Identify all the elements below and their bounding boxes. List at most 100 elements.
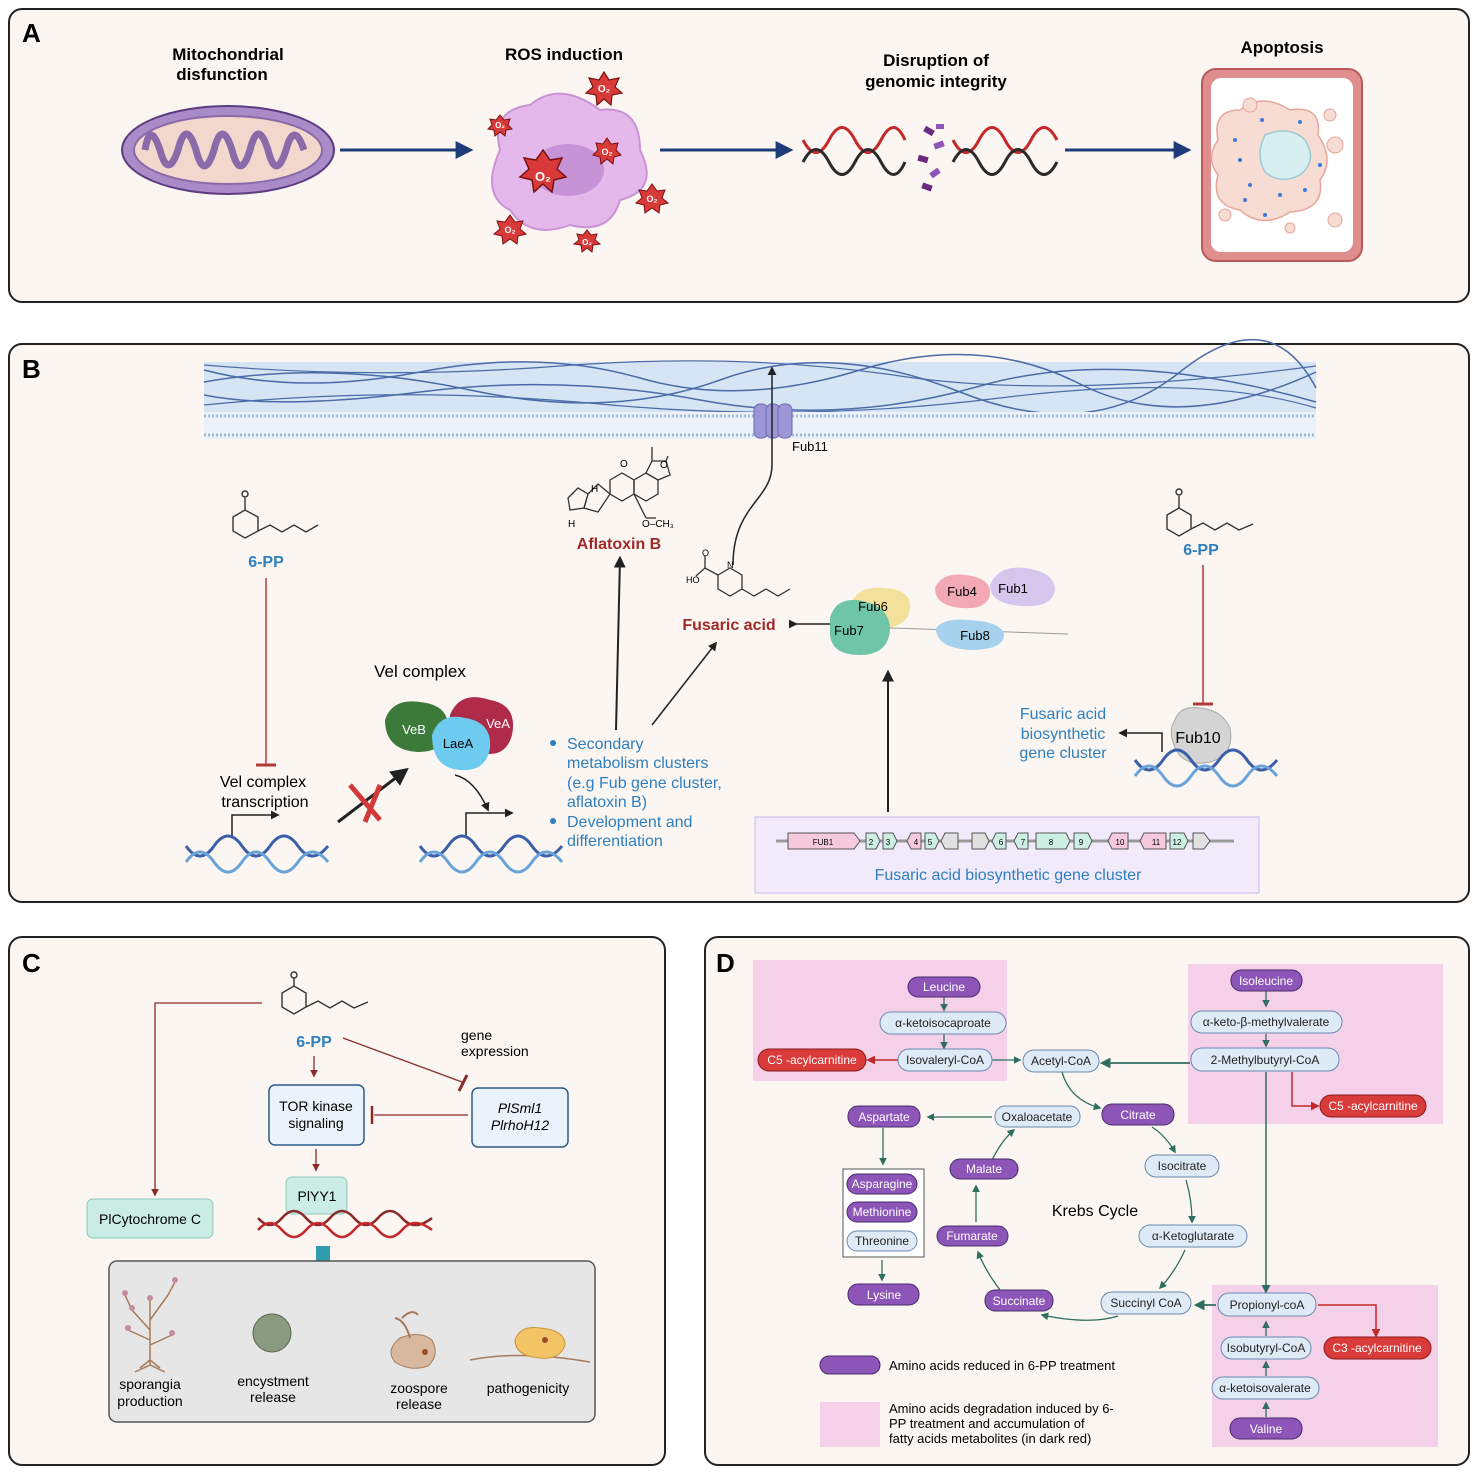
tor-label-2: signaling	[288, 1115, 343, 1131]
fusaric-acid-structure	[695, 556, 791, 597]
zoospore-icon	[390, 1311, 436, 1369]
label-ketoglutarate: α-Ketoglutarate	[1152, 1229, 1235, 1243]
aflatoxin-label: Aflatoxin B	[577, 536, 661, 553]
label-fumarate: Fumarate	[946, 1229, 998, 1243]
node-valine	[1229, 1417, 1303, 1440]
panel-d-letter: D	[716, 948, 735, 978]
label-leucine: Leucine	[923, 980, 965, 994]
vel-complex-label: Vel complex	[374, 662, 466, 681]
gene-8: 8	[1049, 838, 1054, 847]
node-leucine	[907, 976, 981, 998]
node-ketoisocaproate	[879, 1011, 1007, 1035]
apoptotic-cell-icon	[1201, 68, 1363, 262]
gene-12: 12	[1173, 838, 1182, 847]
node-aspartate	[847, 1105, 921, 1128]
panel-c-content: C 6-PP gene expression TOR kinase signal…	[22, 948, 596, 1423]
label-ketoisocaproate: α-ketoisocaproate	[895, 1016, 991, 1030]
node-fumarate	[936, 1225, 1009, 1247]
vel-complex-icon	[385, 697, 514, 771]
outcome-zoospore-2: release	[396, 1396, 442, 1412]
node-isocitrate	[1144, 1154, 1220, 1178]
ros-label: ROS induction	[505, 45, 623, 64]
node-keto-methylvalerate	[1190, 1010, 1343, 1034]
pathway-arrows	[866, 991, 1381, 1417]
svg-text:O: O	[620, 459, 628, 470]
label-ketoisovalerate: α-ketoisovalerate	[1219, 1381, 1311, 1395]
laea-label: LaeA	[443, 736, 474, 751]
sporangia-icon	[124, 1281, 176, 1373]
6pp-label-c: 6-PP	[296, 1034, 332, 1051]
outcome-zoospore-1: zoospore	[390, 1380, 448, 1396]
node-lysine	[847, 1283, 920, 1306]
node-succinyl	[1100, 1291, 1192, 1315]
fub7-label: Fub7	[834, 623, 864, 638]
label-keto-methylvalerate: α-keto-β-methylvalerate	[1203, 1015, 1330, 1029]
legend-pink-1: Amino acids degradation induced by 6-	[889, 1401, 1114, 1416]
gene-fub1: FUB1	[813, 838, 834, 847]
svg-text:O: O	[660, 460, 668, 471]
legend-pink-swatch	[820, 1402, 880, 1447]
label-succinate: Succinate	[993, 1294, 1046, 1308]
plsml-label-1: PlSml1	[498, 1100, 542, 1116]
panel-a-content: A Mitochondrial disfunction ROS inductio…	[22, 18, 1363, 262]
bullet-1-line-2: metabolism clusters	[567, 755, 708, 772]
fub-enzymes-icon	[830, 567, 1055, 655]
gene-cluster-box	[754, 816, 1260, 894]
label-oxaloacetate: Oxaloacetate	[1002, 1110, 1073, 1124]
svg-text:O₂: O₂	[647, 194, 658, 204]
node-methylbutyryl	[1190, 1047, 1340, 1072]
fub4-label: Fub4	[947, 584, 977, 599]
label-isobutyryl: Isobutyryl-CoA	[1227, 1341, 1306, 1355]
6pp-structure-right	[1166, 488, 1254, 537]
outcome-pathogenicity: pathogenicity	[487, 1380, 570, 1396]
outcome-encystment-1: encystment	[237, 1373, 309, 1389]
mitochondrion-icon	[121, 105, 335, 195]
metabolite-labels: Leucine α-ketoisocaproate Isovaleryl-CoA…	[767, 974, 1422, 1436]
gene-2: 2	[869, 838, 874, 847]
node-citrate	[1101, 1103, 1175, 1126]
gene-10: 10	[1116, 838, 1125, 847]
gene-6: 6	[999, 838, 1004, 847]
sporangia-dots	[122, 1277, 178, 1336]
label-c3: C3 -acylcarnitine	[1332, 1341, 1422, 1355]
legend-pink-2: PP treatment and accumulation of	[889, 1416, 1085, 1431]
outcome-sporangia-1: sporangia	[119, 1376, 181, 1392]
gene-11: 11	[1152, 838, 1161, 847]
apoptosis-label: Apoptosis	[1240, 38, 1323, 57]
vel-transcription-2: transcription	[221, 794, 308, 811]
6pp-label-right: 6-PP	[1183, 542, 1219, 559]
label-succinyl: Succinyl CoA	[1110, 1296, 1181, 1310]
tor-box	[268, 1084, 365, 1146]
svg-text:O₂: O₂	[505, 225, 516, 235]
genomic-label-2: genomic integrity	[865, 72, 1007, 91]
6pp-structure-c	[281, 971, 369, 1015]
label-citrate: Citrate	[1120, 1108, 1156, 1122]
fub8-label: Fub8	[960, 628, 990, 643]
encystment-icon	[252, 1313, 292, 1353]
label-propionyl: Propionyl-coA	[1230, 1298, 1305, 1312]
genomic-label-1: Disruption of	[883, 51, 989, 70]
plyy1-box	[285, 1176, 348, 1215]
bullet-1-line-4: aflatoxin B)	[567, 794, 647, 811]
superoxide-icons: O₂ O₂ O₂ O₂ O₂ O₂ O₂	[486, 70, 670, 253]
cluster-side-2: biosynthetic	[1021, 726, 1106, 743]
gene-expression-2: expression	[461, 1043, 529, 1059]
cluster-caption: Fusaric acid biosynthetic gene cluster	[875, 867, 1142, 884]
plyy1-label: PlYY1	[298, 1188, 337, 1204]
label-c5-left: C5 -acylcarnitine	[767, 1053, 857, 1067]
svg-text:O₂: O₂	[535, 169, 551, 184]
fub1-label: Fub1	[998, 581, 1028, 596]
gene-3: 3	[886, 838, 891, 847]
mito-label-1: Mitochondrial	[172, 45, 283, 64]
methoxy-label: O–CH₃	[642, 519, 674, 530]
fub6-label: Fub6	[858, 599, 888, 614]
plcyt-box	[86, 1198, 214, 1239]
tor-label-1: TOR kinase	[279, 1098, 353, 1114]
fub11-label: Fub11	[792, 439, 828, 454]
gene-9: 9	[1079, 838, 1084, 847]
svg-text:O: O	[702, 548, 709, 558]
svg-text:O₂: O₂	[495, 121, 505, 130]
node-malate	[949, 1158, 1019, 1180]
label-threonine: Threonine	[855, 1234, 909, 1248]
bullet-1-line-3: (e.g Fub gene cluster,	[567, 775, 722, 792]
